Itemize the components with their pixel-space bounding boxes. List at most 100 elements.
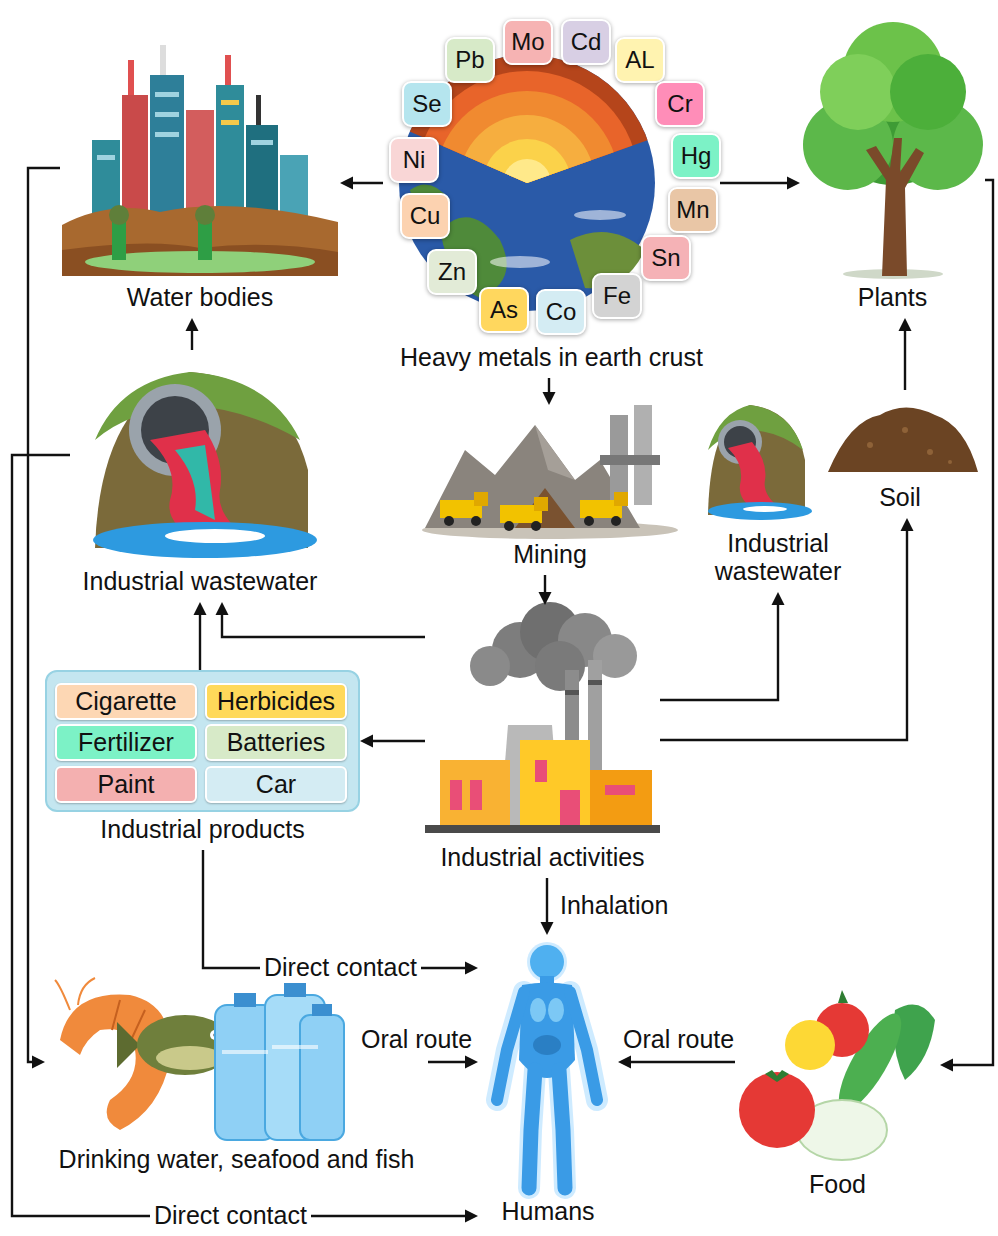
product-name: Cigarette bbox=[75, 687, 176, 716]
arrow-head bbox=[340, 177, 353, 190]
edge-label: Direct contact bbox=[260, 954, 421, 982]
illustrated-node: Food bbox=[735, 985, 940, 1205]
element-symbol: Pb bbox=[455, 46, 484, 74]
connector-line bbox=[660, 600, 778, 700]
connector-line bbox=[546, 878, 548, 927]
element-symbol: Fe bbox=[603, 282, 631, 310]
node-caption: Heavy metals in earth crust bbox=[387, 343, 716, 372]
flow-arrow bbox=[360, 735, 425, 748]
flow-arrow bbox=[618, 1056, 735, 1069]
element-tile: Mo bbox=[503, 19, 553, 65]
element-tile: Cr bbox=[655, 81, 705, 127]
product-name: Car bbox=[256, 770, 296, 799]
element-tile: Cd bbox=[561, 19, 611, 65]
arrow-head bbox=[216, 602, 229, 615]
arrow-head bbox=[901, 518, 914, 531]
element-symbol: Sn bbox=[651, 244, 680, 272]
product-name: Fertilizer bbox=[78, 728, 174, 757]
product-name: Herbicides bbox=[217, 687, 335, 716]
element-tile: As bbox=[479, 287, 529, 333]
node-caption: Mining bbox=[424, 540, 676, 569]
element-tile: Co bbox=[536, 289, 586, 335]
connector-line bbox=[348, 182, 383, 184]
flow-arrow bbox=[660, 592, 785, 700]
element-tile: Pb bbox=[445, 37, 495, 83]
product-item: Paint bbox=[55, 766, 197, 803]
element-symbol: Mo bbox=[511, 28, 544, 56]
element-tile: Sn bbox=[641, 235, 691, 281]
element-symbol: Cu bbox=[410, 202, 441, 230]
illustrated-node: Humans bbox=[478, 935, 618, 1232]
connector-line bbox=[12, 455, 470, 1216]
node-caption: Industrial products bbox=[49, 815, 356, 844]
arrow-head bbox=[32, 1056, 45, 1069]
arrow-head bbox=[543, 392, 556, 405]
illustrated-node: Water bodies bbox=[60, 50, 340, 318]
connector-line bbox=[428, 1061, 470, 1063]
polluted-city bbox=[62, 45, 338, 276]
flow-arrow bbox=[899, 318, 912, 390]
arrow-head bbox=[194, 602, 207, 615]
product-item: Herbicides bbox=[205, 683, 347, 720]
element-tile: Zn bbox=[427, 249, 477, 295]
illustrated-node: Plants bbox=[800, 40, 985, 318]
flow-arrow bbox=[216, 602, 426, 637]
element-symbol: Cr bbox=[667, 90, 692, 118]
flow-arrow bbox=[186, 318, 199, 350]
wastewater-pipe-small bbox=[708, 405, 812, 520]
connector-line bbox=[28, 168, 60, 1062]
node-caption: Soil bbox=[824, 483, 976, 512]
node-caption: Drinking water, seafood and fish bbox=[49, 1145, 424, 1174]
product-item: Batteries bbox=[205, 724, 347, 761]
edge-label: Oral route bbox=[619, 1026, 738, 1054]
flow-arrow bbox=[660, 518, 914, 740]
mine bbox=[422, 405, 678, 539]
flow-arrow bbox=[12, 455, 478, 1223]
element-symbol: Cd bbox=[571, 28, 602, 56]
illustrated-node: Mining bbox=[420, 405, 680, 575]
edge-label: Direct contact bbox=[150, 1202, 311, 1230]
node-caption: Industrial activities bbox=[429, 843, 656, 872]
connector-line bbox=[199, 610, 201, 670]
connector-line bbox=[203, 850, 470, 968]
arrow-head bbox=[539, 592, 552, 605]
arrow-head bbox=[465, 1056, 478, 1069]
element-tile: Ni bbox=[389, 137, 439, 183]
arrow-head bbox=[940, 1059, 953, 1072]
element-symbol: Se bbox=[412, 90, 441, 118]
element-tile: Mn bbox=[668, 187, 718, 233]
illustrated-node: Industrial wastewater bbox=[698, 392, 858, 592]
node-caption: Plants bbox=[804, 283, 981, 312]
product-item: Car bbox=[205, 766, 347, 803]
element-tile: AL bbox=[615, 37, 665, 83]
arrow-head bbox=[360, 735, 373, 748]
node-caption: Industrial wastewater bbox=[74, 567, 326, 596]
node-caption: Industrial wastewater bbox=[702, 529, 854, 587]
connector-line bbox=[222, 610, 425, 637]
connector-line bbox=[948, 180, 993, 1065]
node-caption: Humans bbox=[482, 1197, 614, 1226]
seafood-and-water bbox=[55, 978, 344, 1140]
arrow-head bbox=[186, 318, 199, 331]
arrow-head bbox=[618, 1056, 631, 1069]
arrow-head bbox=[772, 592, 785, 605]
flow-arrow bbox=[28, 168, 60, 1069]
element-tile: Se bbox=[402, 81, 452, 127]
flow-arrow bbox=[940, 180, 993, 1072]
edge-label: Inhalation bbox=[556, 892, 672, 920]
product-panel: Industrial products Cigarette HerbicidesFe… bbox=[45, 670, 360, 850]
element-tile: Fe bbox=[592, 273, 642, 319]
element-symbol: AL bbox=[625, 46, 654, 74]
flow-arrow bbox=[428, 1056, 478, 1069]
element-symbol: Ni bbox=[403, 146, 426, 174]
arrow-head bbox=[465, 962, 478, 975]
tree bbox=[803, 22, 983, 279]
node-caption: Food bbox=[739, 1170, 936, 1199]
soil-pile bbox=[828, 408, 978, 473]
product-name: Paint bbox=[98, 770, 155, 799]
arrow-head bbox=[787, 177, 800, 190]
